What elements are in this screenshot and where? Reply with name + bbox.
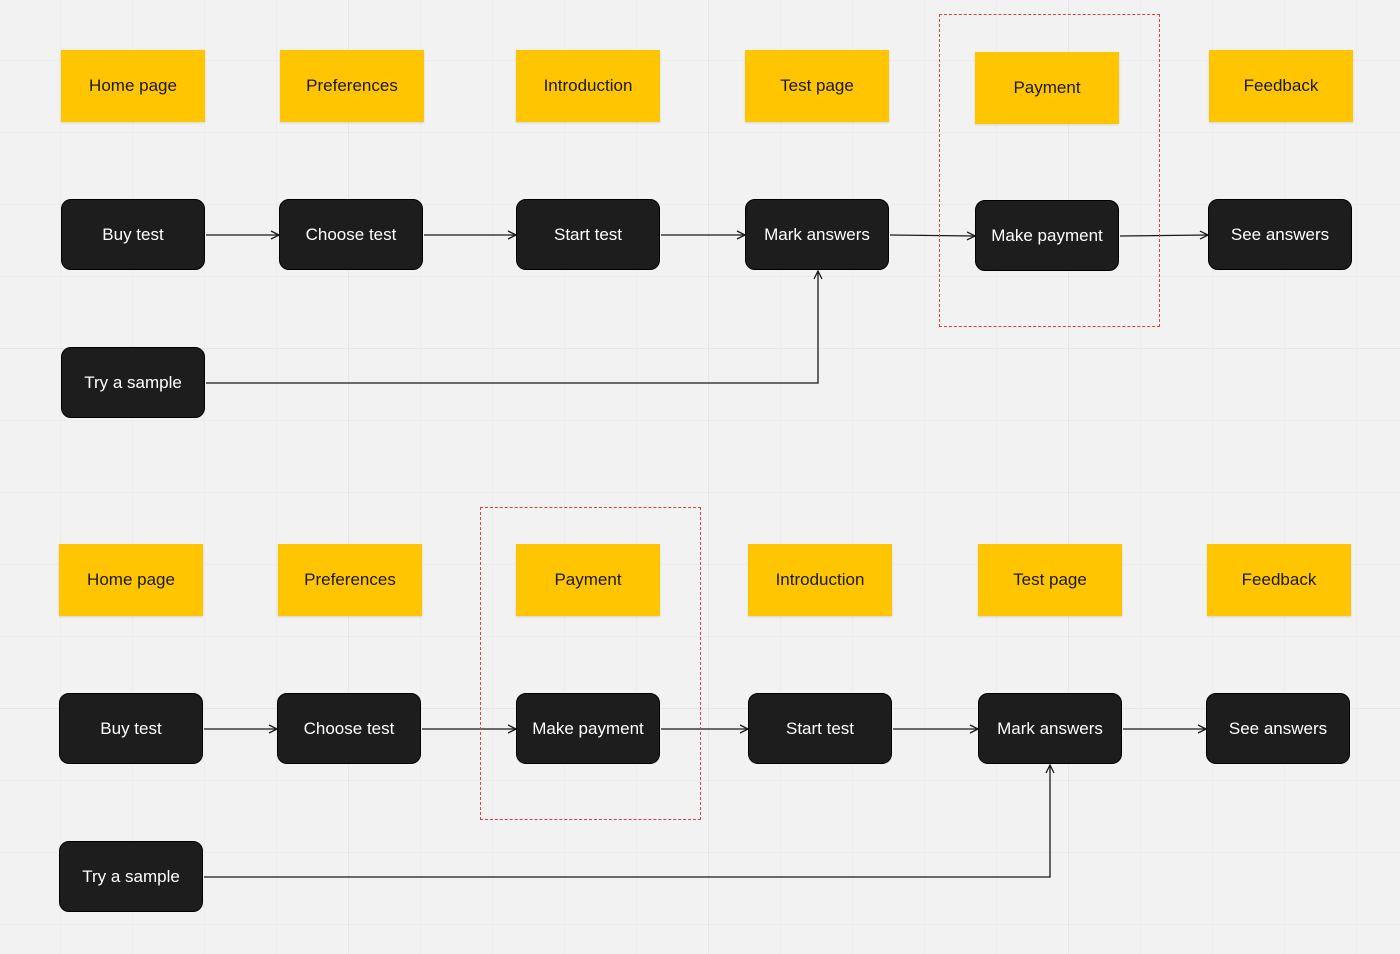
payment-highlight-frame-top bbox=[939, 14, 1160, 327]
page-sticky-test-page-top[interactable]: Test page bbox=[745, 50, 889, 122]
page-sticky-introduction-bottom[interactable]: Introduction bbox=[748, 544, 892, 616]
arrow-sample-to-mark-bottom bbox=[204, 765, 1050, 878]
arrow-sample-to-mark-top bbox=[206, 271, 818, 384]
page-sticky-payment-bottom[interactable]: Payment bbox=[516, 544, 660, 616]
step-try-sample-bottom[interactable]: Try a sample bbox=[59, 841, 203, 912]
step-try-sample-top[interactable]: Try a sample bbox=[61, 347, 205, 418]
arrow-payment-to-see-top bbox=[1119, 235, 1208, 236]
arrow-mark-to-payment-top bbox=[889, 235, 975, 236]
step-see-answers-bottom[interactable]: See answers bbox=[1206, 693, 1350, 764]
page-sticky-home-bottom[interactable]: Home page bbox=[59, 544, 203, 616]
page-sticky-preferences-bottom[interactable]: Preferences bbox=[278, 544, 422, 616]
page-sticky-payment-top[interactable]: Payment bbox=[975, 52, 1119, 124]
step-mark-answers-bottom[interactable]: Mark answers bbox=[978, 693, 1122, 764]
step-start-test-top[interactable]: Start test bbox=[516, 199, 660, 270]
step-mark-answers-top[interactable]: Mark answers bbox=[745, 199, 889, 270]
step-see-answers-top[interactable]: See answers bbox=[1208, 199, 1352, 270]
step-start-test-bottom[interactable]: Start test bbox=[748, 693, 892, 764]
step-buy-test-bottom[interactable]: Buy test bbox=[59, 693, 203, 764]
step-buy-test-top[interactable]: Buy test bbox=[61, 199, 205, 270]
step-make-payment-bottom[interactable]: Make payment bbox=[516, 693, 660, 764]
page-sticky-test-page-bottom[interactable]: Test page bbox=[978, 544, 1122, 616]
payment-highlight-frame-bottom bbox=[480, 507, 701, 820]
page-sticky-introduction-top[interactable]: Introduction bbox=[516, 50, 660, 122]
step-make-payment-top[interactable]: Make payment bbox=[975, 200, 1119, 271]
page-sticky-home-top[interactable]: Home page bbox=[61, 50, 205, 122]
page-sticky-feedback-bottom[interactable]: Feedback bbox=[1207, 544, 1351, 616]
step-choose-test-top[interactable]: Choose test bbox=[279, 199, 423, 270]
step-choose-test-bottom[interactable]: Choose test bbox=[277, 693, 421, 764]
page-sticky-feedback-top[interactable]: Feedback bbox=[1209, 50, 1353, 122]
page-sticky-preferences-top[interactable]: Preferences bbox=[280, 50, 424, 122]
